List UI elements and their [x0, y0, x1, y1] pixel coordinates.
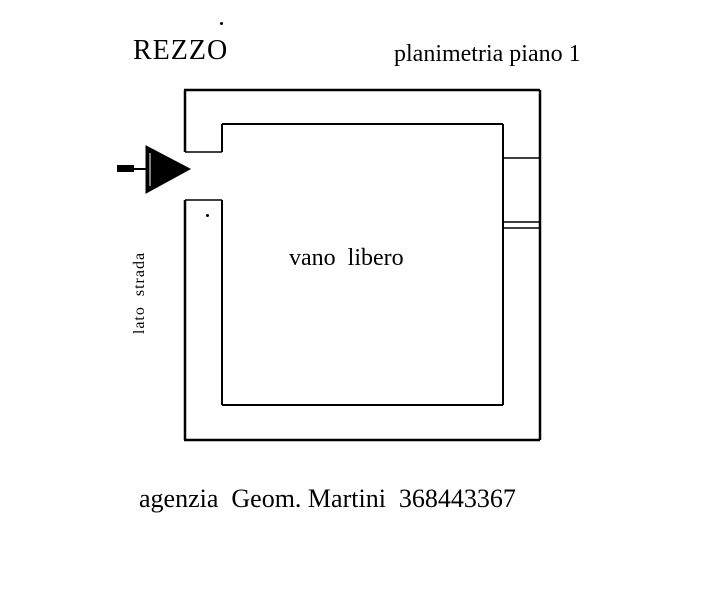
room-label: vano libero [289, 245, 404, 271]
stray-scan-mark [220, 22, 223, 25]
entrance-arrow-icon [117, 145, 192, 194]
outer-wall [183, 88, 542, 442]
inner-wall [221, 123, 504, 406]
drawing-title: planimetria piano 1 [394, 41, 581, 67]
entrance-opening [185, 151, 222, 201]
stray-scan-mark [206, 214, 209, 217]
agency-footer: agenzia Geom. Martini 368443367 [139, 484, 516, 513]
location-title: REZZO [133, 35, 229, 66]
window-symbol [503, 157, 540, 229]
street-side-label: lato strada [131, 251, 148, 335]
street-side-label-wrap: lato strada [131, 243, 153, 343]
